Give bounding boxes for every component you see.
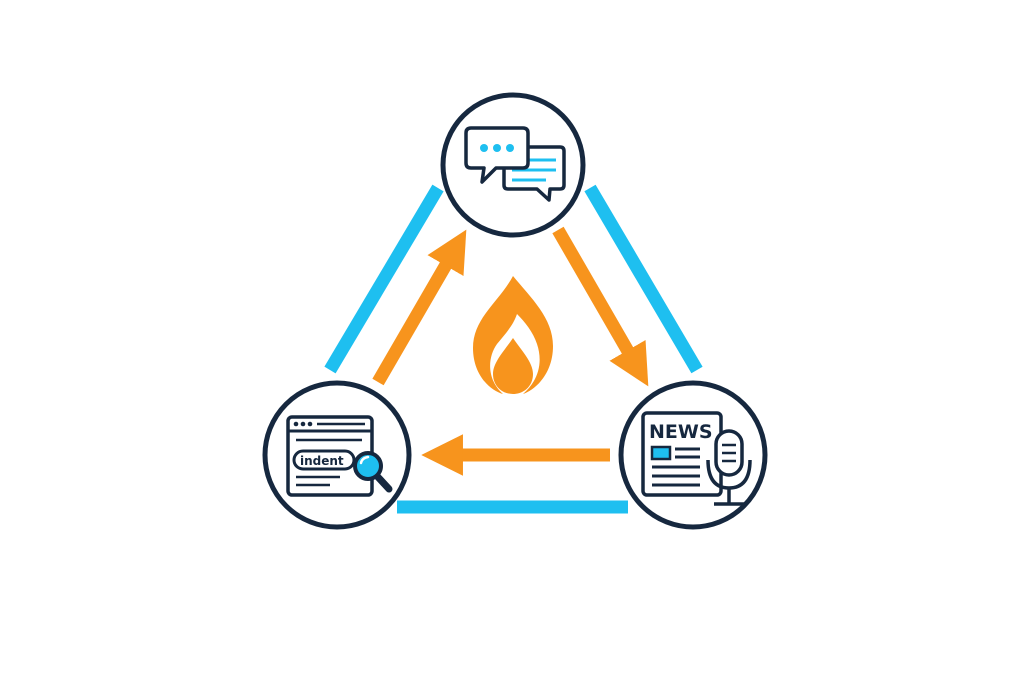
triangle-frame [324,184,703,514]
browser-content-lines [296,438,362,487]
magnifier-icon [353,451,393,493]
mic-grille [722,443,736,463]
flame-drop-icon [473,276,553,394]
flame-drop [493,338,533,394]
flame-outer [473,276,553,394]
magnifier-handle [373,472,393,493]
browser-search-icon: indent [286,415,393,497]
node-search: indent [262,380,412,530]
triangle-side-right [584,184,703,374]
cycle-arrows [372,226,649,476]
browser-dots [293,421,313,427]
search-field-text: indent [300,454,344,468]
node-news: NEWS [618,380,768,530]
news-lines [652,447,700,487]
arrow-chat-to-news [552,226,649,387]
chat-bubbles-icon [464,126,566,202]
search-field [292,449,356,471]
node-chat [440,92,586,238]
news-microphone-icon: NEWS [641,411,752,506]
triangle-side-left [324,184,444,374]
news-photo [650,445,672,461]
news-label: NEWS [649,421,713,443]
microphone-icon [706,429,752,506]
magnifier-glint [359,455,370,465]
chat-dots [480,144,514,152]
chat-bubble-front [464,126,530,184]
arrow-search-to-chat [372,229,467,386]
